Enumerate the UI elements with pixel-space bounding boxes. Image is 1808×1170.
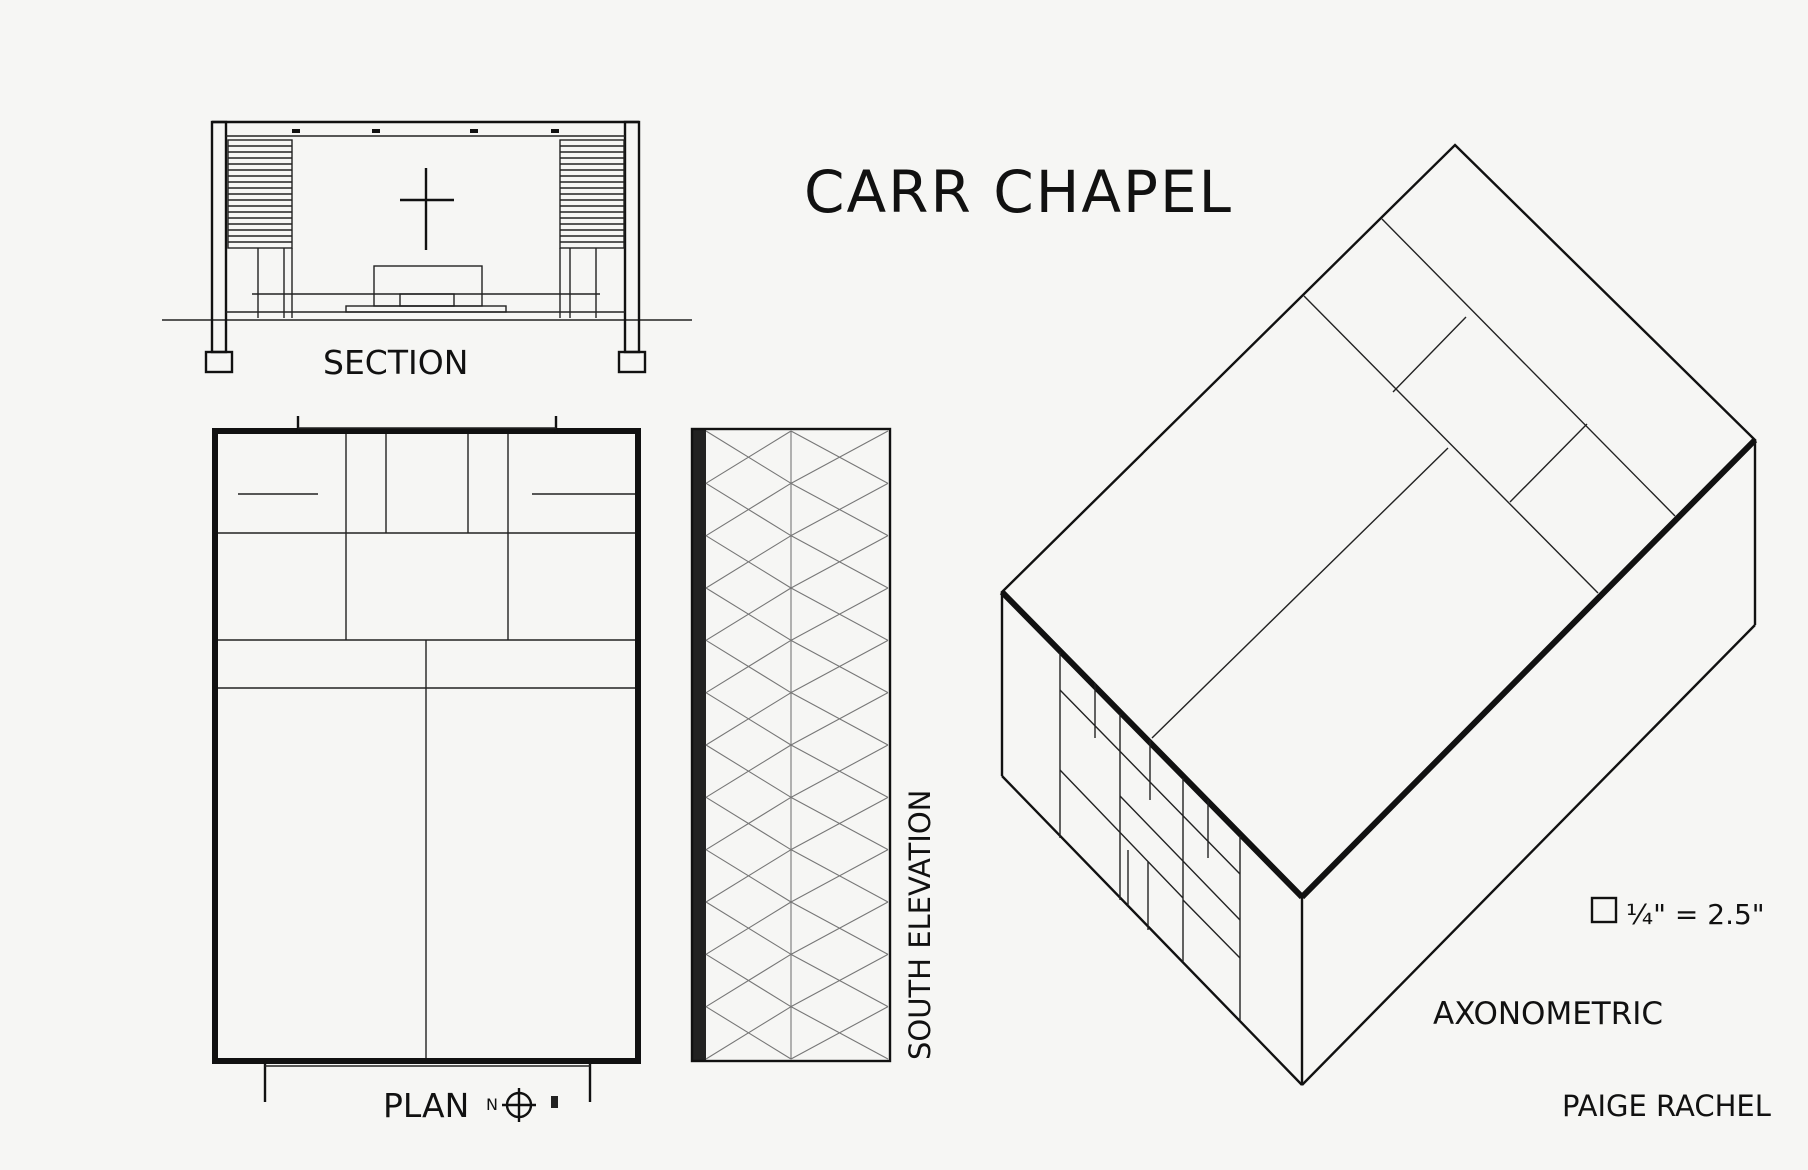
plan-drawing: PLAN N	[212, 416, 641, 1125]
brace-line	[705, 796, 792, 851]
north-label: N	[486, 1095, 498, 1114]
right-footing	[617, 350, 647, 374]
section-label: SECTION	[323, 343, 468, 382]
right-louver-frame	[559, 139, 625, 249]
light-fixture	[292, 129, 300, 133]
brace-line	[705, 901, 792, 955]
brace-line	[705, 587, 792, 641]
brace-line	[790, 482, 889, 537]
brace-line	[790, 796, 889, 851]
brace-line	[705, 953, 792, 1008]
brace-line	[790, 744, 889, 798]
axonometric-drawing: AXONOMETRIC ¼" = 2.5" PAIGE RACHEL	[999, 143, 1771, 1123]
brace-line	[790, 692, 889, 746]
brace-line	[705, 482, 792, 537]
brace-line	[705, 535, 792, 589]
brace-line	[705, 692, 792, 746]
south-elevation-label: SOUTH ELEVATION	[903, 790, 937, 1060]
brace-line	[790, 953, 889, 1008]
axo-roof	[1000, 143, 1757, 899]
brace-line	[790, 1006, 889, 1060]
south-elevation-drawing: SOUTH ELEVATION	[690, 427, 937, 1063]
axo-facade-grid	[1059, 652, 1241, 1020]
brace-line	[790, 849, 889, 903]
left-louver-panel	[228, 145, 292, 243]
light-fixture	[372, 129, 380, 133]
elevation-wall	[692, 429, 706, 1061]
right-column	[623, 120, 641, 354]
elevation-brace-pattern	[705, 430, 889, 1060]
light-fixture	[551, 129, 559, 133]
brace-line	[705, 430, 792, 484]
left-louver-frame	[227, 139, 293, 249]
brace-line	[790, 587, 889, 641]
brace-line	[705, 744, 792, 798]
title: CARR CHAPEL	[804, 158, 1233, 226]
author-label: PAIGE RACHEL	[1562, 1089, 1771, 1123]
scale-bar-icon	[551, 1096, 558, 1108]
axonometric-label: AXONOMETRIC	[1433, 996, 1663, 1032]
section-drawing: SECTION	[162, 120, 692, 382]
brace-line	[790, 535, 889, 589]
scale-square-icon	[1590, 896, 1618, 924]
north-arrow-icon	[502, 1088, 536, 1122]
plan-label: PLAN	[383, 1086, 469, 1125]
altar-step	[345, 305, 507, 313]
brace-line	[790, 430, 889, 484]
brace-line	[790, 901, 889, 955]
light-fixture	[470, 129, 478, 133]
brace-line	[705, 849, 792, 903]
left-column	[210, 120, 228, 354]
brace-line	[790, 639, 889, 694]
left-footing	[204, 350, 234, 374]
altar	[373, 265, 483, 307]
right-louver-panel	[560, 145, 624, 243]
scale-label: ¼" = 2.5"	[1626, 898, 1765, 931]
brace-line	[705, 1006, 792, 1060]
brace-line	[705, 639, 792, 694]
plan-outline	[212, 428, 641, 1064]
